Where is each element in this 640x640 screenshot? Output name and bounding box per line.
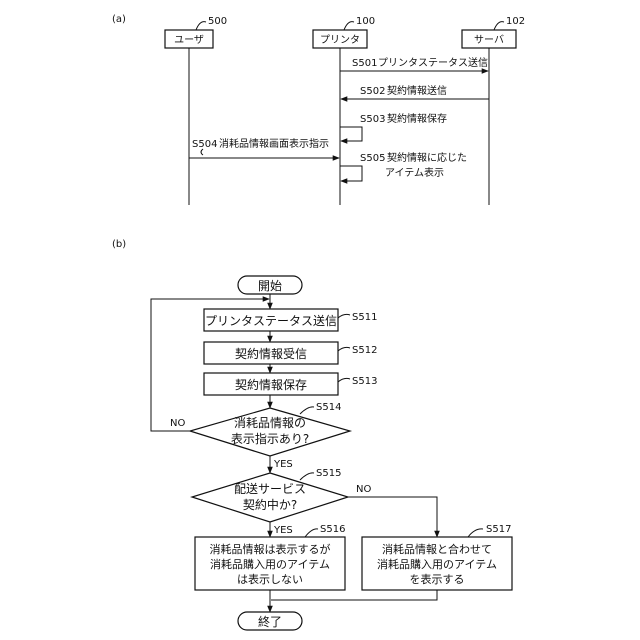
decision-s515-leader — [300, 473, 314, 480]
decision-s514-line2: 表示指示あり? — [231, 431, 309, 446]
step-s511-leader — [338, 314, 350, 318]
decision-s514-no-label: NO — [170, 418, 185, 429]
flowchart: (b) 開始 プリンタステータス送信 S511 契約情報受信 S512 契約情報… — [112, 239, 512, 630]
actor-printer-ref: 100 — [356, 16, 375, 27]
process-s516-leader — [305, 529, 318, 537]
sequence-diagram: (a) ユーザ 500 プリンタ 100 サーバ 102 S501 — [112, 14, 525, 205]
decision-s515-id: S515 — [316, 468, 341, 479]
actor-server-label: サーバ — [474, 34, 504, 46]
message-s501-step: S501 — [352, 58, 377, 69]
message-s503: S503 契約情報保存 — [340, 112, 447, 141]
message-s501: S501 プリンタステータス送信 — [340, 56, 488, 71]
message-s505-arrow — [340, 166, 362, 181]
decision-s515-line2: 契約中か? — [243, 497, 297, 512]
message-s505-text-line2: アイテム表示 — [385, 166, 444, 179]
decision-s515-yes-label: YES — [273, 525, 293, 536]
actor-printer-leader — [344, 22, 354, 30]
decision-s515-line1: 配送サービス — [234, 481, 306, 496]
decision-s514-leader — [300, 407, 314, 414]
process-s517-leader — [468, 529, 483, 537]
decision-s515-no-label: NO — [356, 484, 371, 495]
actor-user: ユーザ 500 — [165, 16, 227, 205]
step-s512-id: S512 — [352, 345, 377, 356]
actor-server-leader — [494, 22, 504, 30]
process-s516-id: S516 — [320, 524, 345, 535]
message-s504-text: 消耗品情報画面表示指示 — [219, 137, 329, 150]
actor-user-label: ユーザ — [174, 34, 204, 46]
process-s517-line2: 消耗品購入用のアイテム — [377, 557, 497, 571]
message-s503-text: 契約情報保存 — [387, 112, 447, 125]
actor-user-leader — [196, 22, 206, 30]
process-s516-line2: 消耗品購入用のアイテム — [210, 557, 330, 571]
actor-server: サーバ 102 — [462, 16, 525, 205]
step-s513-text: 契約情報保存 — [235, 377, 307, 392]
step-s512-leader — [338, 347, 350, 351]
flow-arrow-s515-no — [348, 497, 437, 537]
actor-printer: プリンタ 100 — [313, 16, 375, 205]
step-s511-text: プリンタステータス送信 — [205, 313, 337, 328]
step-s513-id: S513 — [352, 376, 377, 387]
step-s512-text: 契約情報受信 — [235, 346, 307, 361]
message-s505-step: S505 — [360, 153, 385, 164]
flow-merge-line — [271, 590, 437, 600]
actor-server-ref: 102 — [506, 16, 525, 27]
end-label: 終了 — [258, 614, 282, 629]
actor-user-ref: 500 — [208, 16, 227, 27]
process-s516-line3: は表示しない — [237, 572, 303, 586]
decision-s514-line1: 消耗品情報の — [234, 416, 306, 430]
actor-printer-label: プリンタ — [320, 34, 360, 46]
decision-s514-yes-label: YES — [273, 459, 293, 470]
process-s516-line1: 消耗品情報は表示するが — [210, 542, 331, 556]
message-s504-step: S504 — [192, 139, 217, 150]
message-s505: S505 契約情報に応じた アイテム表示 — [340, 151, 467, 181]
process-s517-id: S517 — [486, 524, 511, 535]
decision-s514-id: S514 — [316, 402, 341, 413]
message-s504: S504 消耗品情報画面表示指示 — [189, 137, 339, 158]
start-label: 開始 — [258, 279, 282, 293]
figure-b-label: (b) — [112, 239, 126, 250]
message-s505-text-line1: 契約情報に応じた — [387, 151, 467, 164]
process-s517-line3: を表示する — [410, 572, 465, 586]
message-s501-text: プリンタステータス送信 — [378, 56, 488, 69]
message-s503-arrow — [340, 127, 362, 141]
message-s502-text: 契約情報送信 — [387, 84, 447, 97]
message-s502-step: S502 — [360, 86, 385, 97]
step-s511-id: S511 — [352, 312, 377, 323]
message-s502: S502 契約情報送信 — [341, 84, 489, 99]
figure-a-label: (a) — [112, 14, 126, 25]
message-s503-step: S503 — [360, 114, 385, 125]
step-s513-leader — [338, 378, 350, 382]
process-s517-line1: 消耗品情報と合わせて — [382, 542, 492, 556]
